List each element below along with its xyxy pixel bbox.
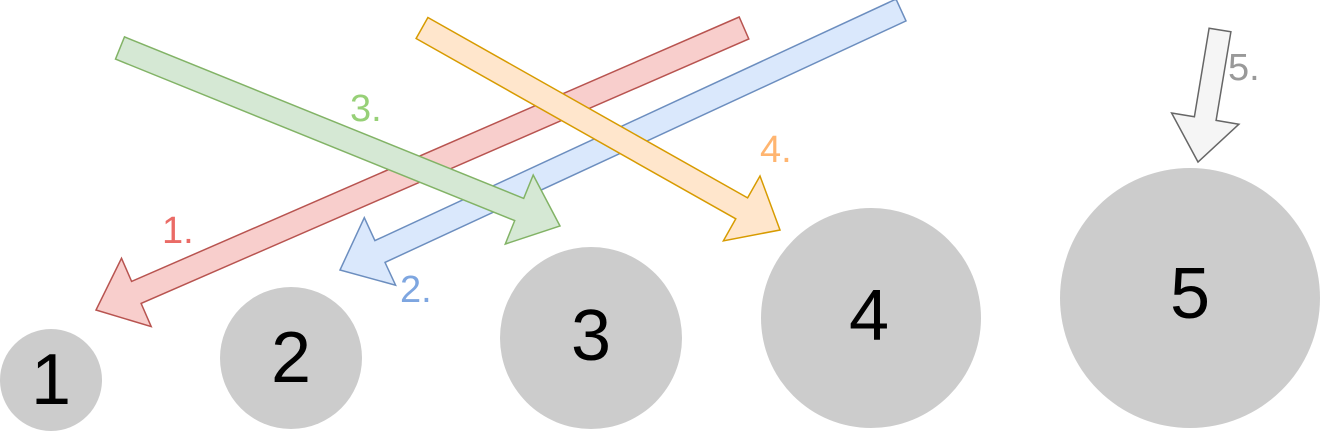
- node-5: 5: [1060, 168, 1320, 428]
- node-4-circle: [761, 208, 981, 428]
- node-3: 3: [500, 247, 682, 429]
- arrow-5: [1170, 27, 1241, 164]
- arrow-label-5: 5.: [1228, 47, 1260, 89]
- node-1: 1: [0, 329, 102, 431]
- node-3-label: 3: [571, 296, 611, 376]
- node-1-circle: [0, 329, 102, 431]
- arrow-label-1: 1.: [162, 210, 194, 252]
- node-5-circle: [1060, 168, 1320, 428]
- circles-layer: 1 2 3 4 5: [0, 168, 1320, 431]
- arrow-3: [114, 35, 562, 246]
- node-3-circle: [500, 247, 682, 429]
- node-5-label: 5: [1170, 254, 1210, 334]
- arrow-4: [415, 16, 782, 242]
- arrow-label-3: 3.: [350, 88, 382, 130]
- arrows-layer: [94, 0, 1241, 328]
- node-2: 2: [220, 287, 362, 429]
- node-4: 4: [761, 208, 981, 428]
- arrow-label-2: 2.: [400, 269, 432, 311]
- arrow-label-4: 4.: [760, 129, 792, 171]
- arrow-labels-layer: 1. 2. 3. 4. 5.: [162, 47, 1260, 311]
- node-2-circle: [220, 287, 362, 429]
- node-4-label: 4: [849, 276, 889, 356]
- node-2-label: 2: [271, 318, 311, 398]
- node-1-label: 1: [31, 340, 71, 420]
